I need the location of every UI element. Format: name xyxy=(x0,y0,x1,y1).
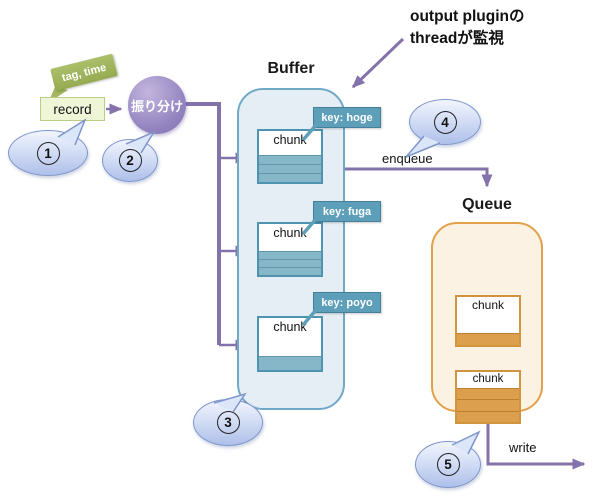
chunk-label: chunk xyxy=(273,226,307,240)
callout-number: 1 xyxy=(36,141,60,165)
queue-title: Queue xyxy=(462,196,512,213)
chunk-data-bars xyxy=(259,251,321,275)
buffer-chunk-poyo: chunk xyxy=(257,316,323,372)
key-label-fuga: key: fuga xyxy=(313,201,381,222)
chunk-bar xyxy=(457,410,519,422)
chunk-bar xyxy=(259,173,321,182)
annotation-line1: output pluginの xyxy=(410,8,525,25)
callout-3: 3 xyxy=(193,399,263,446)
chunk-bar xyxy=(457,399,519,411)
chunk-label: chunk xyxy=(471,298,505,312)
dispatch-circle: 振り分け xyxy=(128,76,186,134)
queue-chunk-2: chunk xyxy=(455,370,521,424)
chunk-bar xyxy=(259,164,321,173)
callout-number: 2 xyxy=(118,149,142,172)
callout-2: 2 xyxy=(102,139,158,182)
arrow-annotation-to-buffer xyxy=(351,37,405,89)
chunk-bar xyxy=(259,259,321,267)
chunk-bar xyxy=(457,388,519,400)
annotation-line2: threadが監視 xyxy=(410,29,504,47)
dispatch-trunk-line xyxy=(183,102,221,345)
buffer-chunk-hoge: chunk xyxy=(257,129,323,184)
callout-number: 5 xyxy=(436,453,460,476)
chunk-bar xyxy=(259,155,321,164)
chunk-bar xyxy=(259,267,321,275)
chunk-bar xyxy=(259,356,321,370)
callout-5: 5 xyxy=(415,441,481,488)
chunk-label: chunk xyxy=(472,373,504,385)
annotation-output-plugin: output pluginの threadが監視 xyxy=(410,6,525,49)
chunk-label: chunk xyxy=(273,133,307,147)
key-label-hoge: key: hoge xyxy=(313,107,381,128)
key-label-poyo: key: poyo xyxy=(313,292,381,313)
chunk-bar xyxy=(259,251,321,259)
buffer-chunk-fuga: chunk xyxy=(257,222,323,277)
write-label: write xyxy=(509,440,537,455)
callout-1: 1 xyxy=(8,130,88,176)
chunk-data-bars xyxy=(259,356,321,370)
arrow-enqueue xyxy=(325,167,493,188)
callout-number: 4 xyxy=(433,110,457,134)
chunk-bar xyxy=(457,333,519,345)
callout-number: 3 xyxy=(216,411,240,434)
buffer-title: Buffer xyxy=(267,60,315,77)
queue-chunk-1: chunk xyxy=(455,295,521,347)
callout-4: 4 xyxy=(409,99,481,145)
record-box: record xyxy=(40,97,105,121)
chunk-data-bars xyxy=(259,155,321,182)
chunk-label: chunk xyxy=(273,320,307,334)
tag-time-label: tag, time xyxy=(50,53,118,92)
enqueue-label: enqueue xyxy=(382,151,433,166)
